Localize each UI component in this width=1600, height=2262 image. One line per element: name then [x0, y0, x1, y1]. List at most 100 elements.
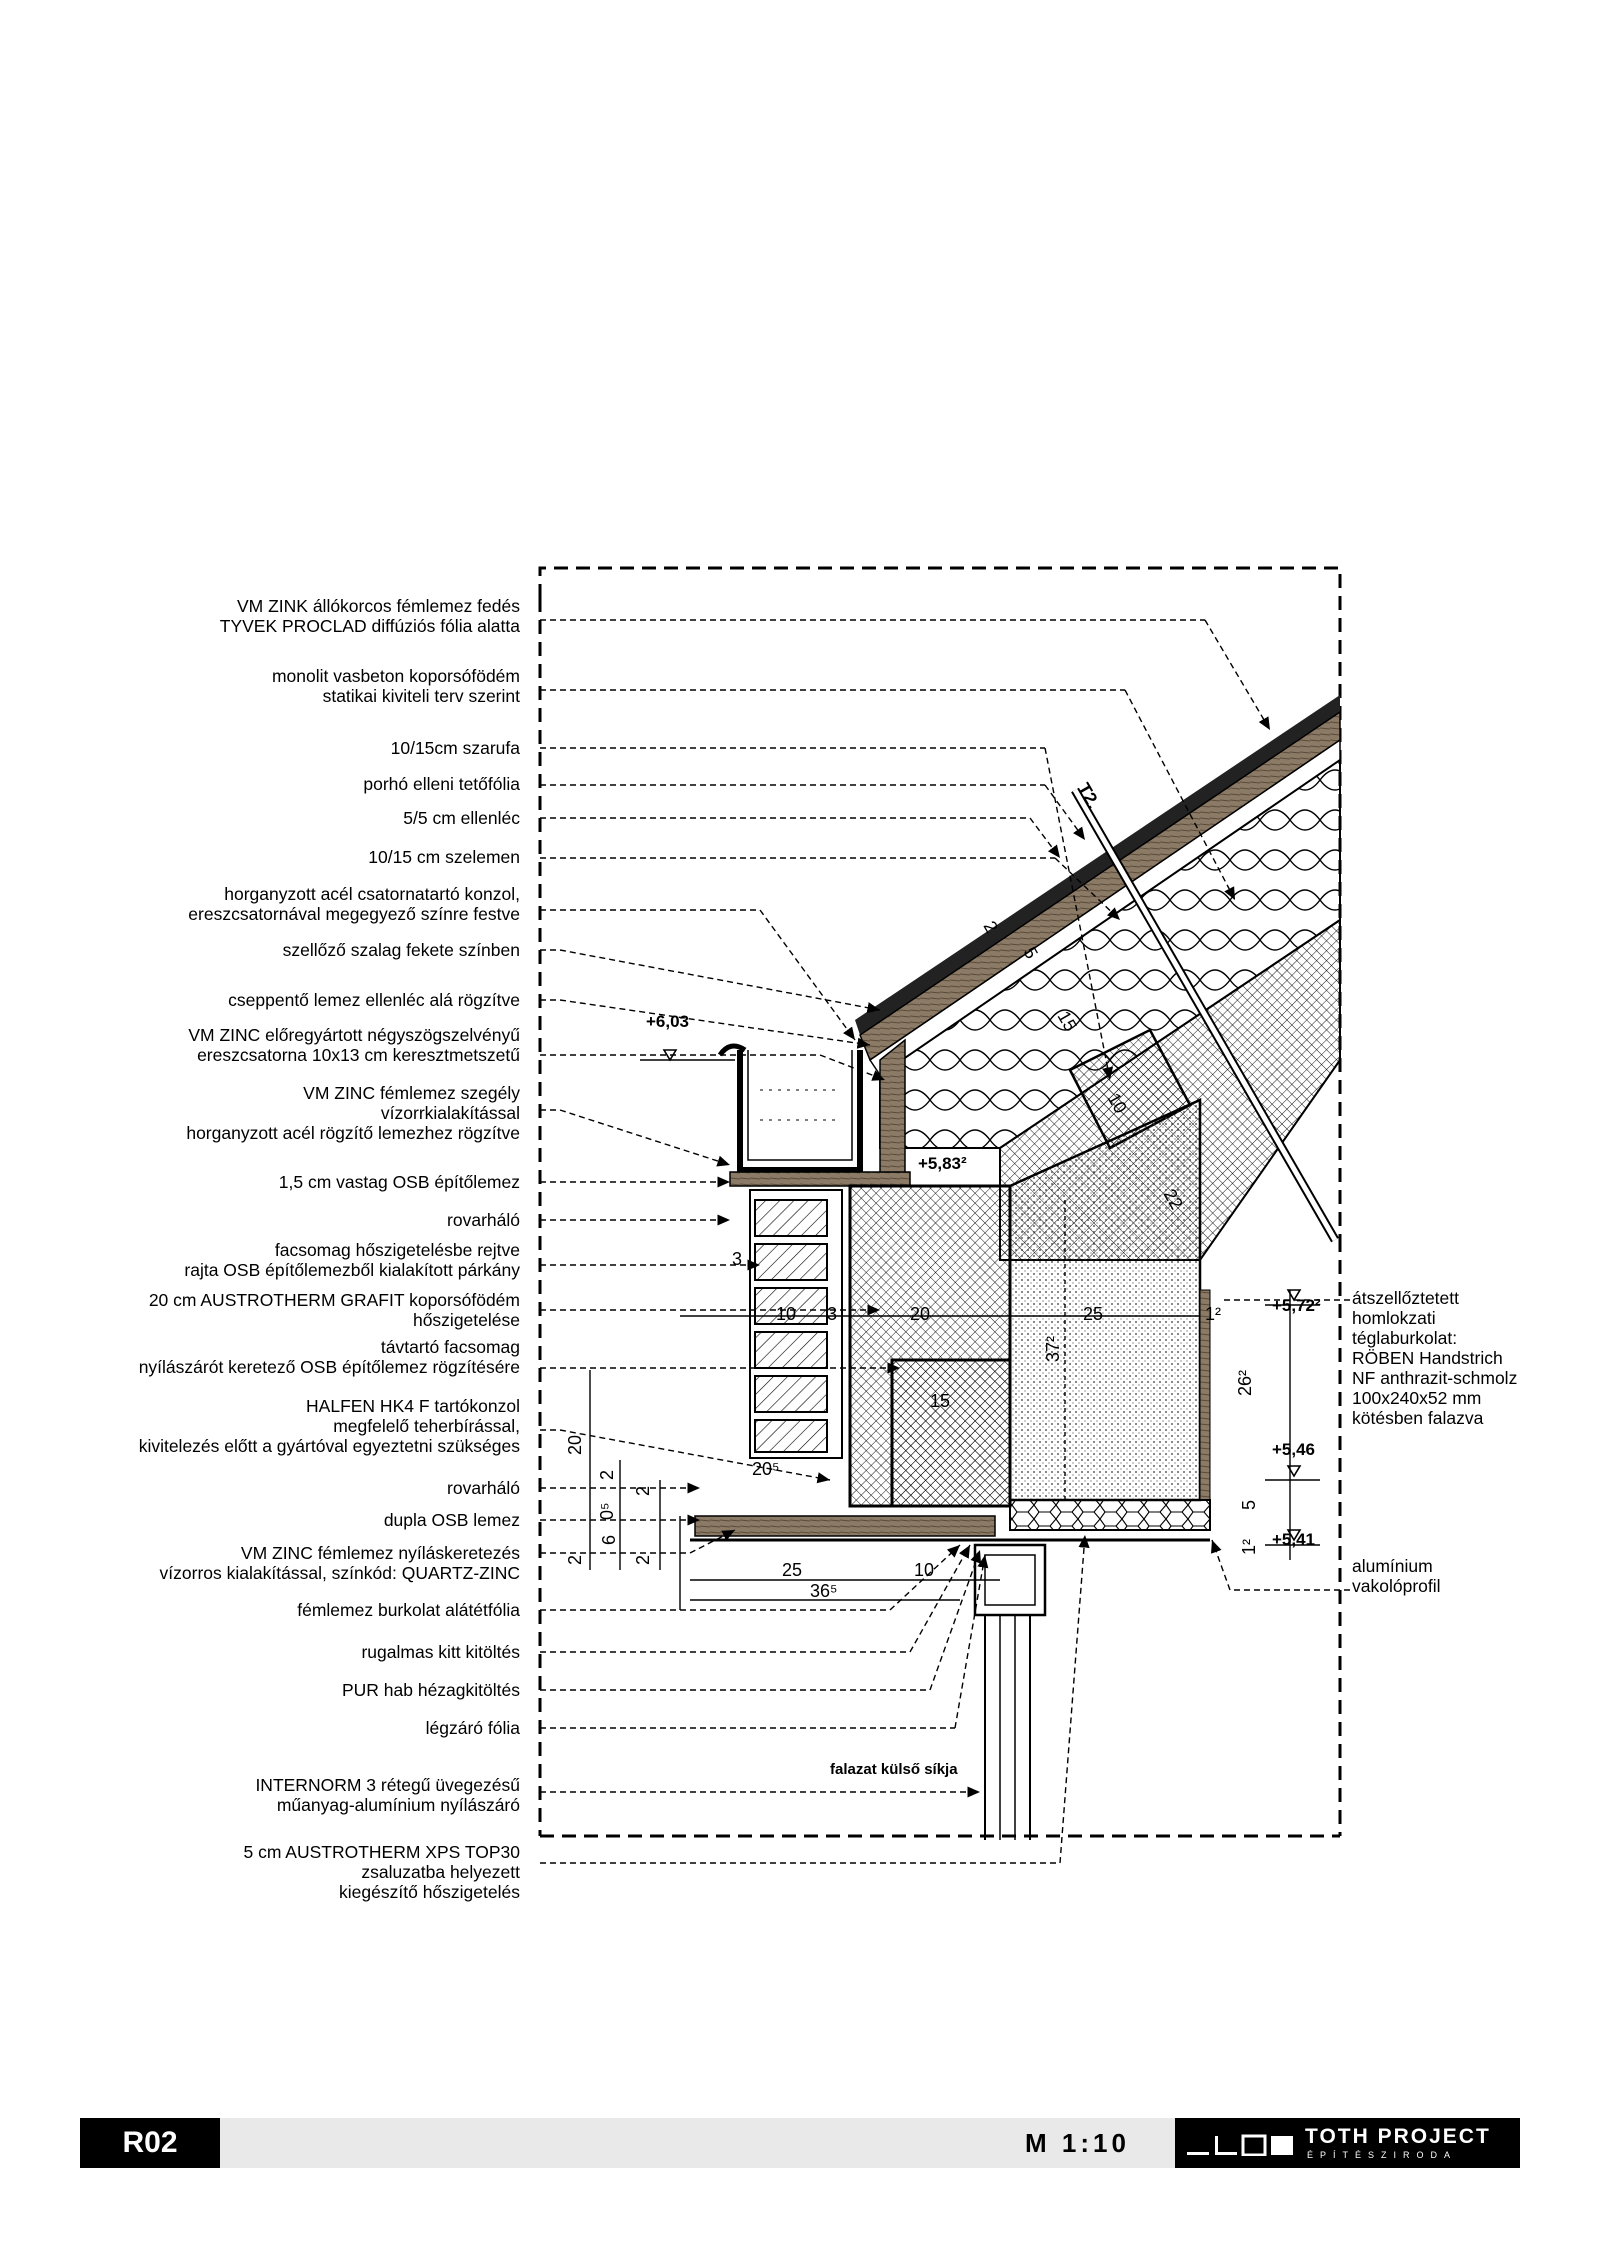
label-line: HALFEN HK4 F tartókonzol: [306, 1396, 520, 1416]
label-line: vakolóprofil: [1352, 1576, 1441, 1596]
dim-20h: 20: [910, 1304, 931, 1324]
label-line: vízorrkialakítással: [380, 1103, 520, 1123]
label-line: 10/15 cm szelemen: [368, 847, 520, 867]
dim-25b: 25: [782, 1560, 803, 1580]
dim-0: 0⁵: [597, 1502, 617, 1520]
company-logo: TOTH PROJECT ÉPÍTÉSZIRODA: [1175, 2118, 1520, 2168]
company-subtitle: ÉPÍTÉSZIRODA: [1307, 2150, 1458, 2160]
leader-lines: [540, 619, 1350, 1864]
label-line: átszellőztetett: [1352, 1288, 1459, 1308]
label-xps-insulation: 5 cm AUSTROTHERM XPS TOP30 zsaluzatba he…: [243, 1842, 520, 1902]
label-line: homlokzati: [1352, 1308, 1436, 1328]
label-line: cseppentő lemez ellenléc alá rögzítve: [228, 990, 520, 1010]
label-line: RÖBEN Handstrich: [1352, 1348, 1503, 1368]
dim-372: 37²: [1043, 1335, 1063, 1362]
concrete-slab: [1008, 1098, 1211, 1502]
label-airtight-foil: légzáró fólia: [426, 1718, 520, 1738]
label-gutter: VM ZINC előregyártott négyszögszelvényű …: [188, 1025, 520, 1065]
label-line: szellőző szalag fekete színben: [282, 940, 520, 960]
wall-plane-tag: falazat külső síkja: [830, 1761, 958, 1778]
label-insect-mesh-1: rovarháló: [447, 1210, 520, 1230]
label-concrete-slab: monolit vasbeton koporsófödém statikai k…: [272, 666, 520, 706]
label-vent-strip: szellőző szalag fekete színben: [283, 940, 520, 960]
label-line: légzáró fólia: [425, 1718, 520, 1738]
sheet-code: R02: [80, 2118, 220, 2168]
dim-10: 10: [776, 1304, 797, 1324]
label-render-profile: alumínium vakolóprofil: [1352, 1556, 1441, 1596]
label-insect-mesh-2: rovarháló: [447, 1478, 520, 1498]
label-line: megfelelő teherbírással,: [333, 1416, 520, 1436]
label-purlin: 10/15 cm szelemen: [368, 847, 520, 867]
label-line: monolit vasbeton koporsófödém: [271, 666, 520, 686]
dim-2c: 2: [565, 1554, 585, 1565]
brick-cladding: [749, 1189, 843, 1459]
dim-12: 1²: [1205, 1304, 1222, 1324]
label-line: 100x240x52 mm: [1352, 1388, 1482, 1408]
dim-25: 25: [1083, 1304, 1104, 1324]
label-line: rajta OSB építőlemezből kialakított párk…: [184, 1260, 520, 1280]
label-line: INTERNORM 3 rétegű üvegezésű: [255, 1775, 520, 1795]
label-line: távtartó facsomag: [380, 1337, 520, 1357]
label-line: műanyag-alumínium nyílászáró: [276, 1795, 520, 1815]
label-timber-pack: facsomag hőszigetelésbe rejtve rajta OSB…: [184, 1240, 520, 1280]
label-elastic-sealant: rugalmas kitt kitöltés: [361, 1642, 520, 1662]
label-zinc-frame: VM ZINC fémlemez nyíláskeretezés vízorro…: [160, 1543, 520, 1583]
label-line: 20 cm AUSTROTHERM GRAFIT koporsófödém: [148, 1290, 520, 1310]
label-line: 5/5 cm ellenléc: [403, 808, 520, 828]
label-line: alumínium: [1352, 1556, 1433, 1576]
label-line: horganyzott acél csatornatartó konzol,: [224, 884, 520, 904]
label-line: téglaburkolat:: [1352, 1328, 1458, 1348]
elevation-546: +5,46: [1272, 1440, 1316, 1459]
dim-365: 36⁵: [810, 1581, 838, 1601]
dimension-lines: [589, 1059, 1320, 1610]
label-line: ereszcsatornával megegyező színre festve: [188, 904, 520, 924]
label-rafter: 10/15cm szarufa: [391, 738, 520, 758]
label-line: VM ZINC előregyártott négyszögszelvényű: [188, 1025, 520, 1045]
gutter: [717, 1043, 863, 1173]
label-halfen-bracket: HALFEN HK4 F tartókonzol megfelelő teher…: [139, 1396, 520, 1456]
label-line: kivitelezés előtt a gyártóval egyeztetni…: [138, 1436, 520, 1456]
label-line: rovarháló: [447, 1210, 520, 1230]
label-line: 1,5 cm vastag OSB építőlemez: [278, 1172, 520, 1192]
label-line: PUR hab hézagkitöltés: [341, 1680, 520, 1700]
label-line: statikai kiviteli terv szerint: [322, 686, 520, 706]
dim-20v: 20: [565, 1434, 585, 1455]
label-line: kötésben falazva: [1352, 1408, 1484, 1428]
dim-15: 15: [930, 1391, 951, 1411]
label-grafit-insulation: 20 cm AUSTROTHERM GRAFIT koporsófödém hő…: [149, 1290, 520, 1330]
insulation-block: [848, 1184, 1012, 1508]
label-spacer-pack: távtartó facsomag nyílászárót keretező O…: [139, 1337, 520, 1377]
label-line: NF anthrazit-schmolz: [1352, 1368, 1518, 1388]
logo-mark-icon: [1187, 2134, 1293, 2156]
label-line: porhó elleni tetőfólia: [363, 774, 520, 794]
label-line: vízorros kialakítással, színkód: QUARTZ-…: [159, 1563, 520, 1583]
label-line: VM ZINK állókorcos fémlemez fedés: [236, 596, 520, 616]
label-line: VM ZINC fémlemez nyíláskeretezés: [240, 1543, 520, 1563]
label-line: kiegészítő hőszigetelés: [339, 1882, 520, 1902]
elevation-572: +5,72²: [1272, 1296, 1321, 1315]
dim-5: 5: [1239, 1499, 1259, 1510]
dim-2b: 2: [633, 1485, 653, 1496]
label-brick-cladding: átszellőztetett homlokzati téglaburkolat…: [1352, 1288, 1517, 1428]
label-line: 10/15cm szarufa: [390, 738, 520, 758]
label-line: dupla OSB lemez: [383, 1510, 520, 1530]
dim-6: 6: [599, 1534, 619, 1545]
label-line: TYVEK PROCLAD diffúziós fólia alatta: [219, 616, 520, 636]
label-osb-board: 1,5 cm vastag OSB építőlemez: [279, 1172, 520, 1192]
window-frame: [973, 1543, 1047, 1840]
label-line: VM ZINC fémlemez szegély: [303, 1083, 520, 1103]
elevation-583: +5,83²: [918, 1154, 967, 1173]
dim-12b: 1²: [1239, 1538, 1259, 1555]
label-pur-foam: PUR hab hézagkitöltés: [342, 1680, 520, 1700]
label-line: rugalmas kitt kitöltés: [361, 1642, 520, 1662]
label-line: zsaluzatba helyezett: [361, 1862, 520, 1882]
label-snow-foil: porhó elleni tetőfólia: [363, 774, 520, 794]
label-window: INTERNORM 3 rétegű üvegezésű műanyag-alu…: [255, 1775, 520, 1815]
label-line: hőszigetelése: [412, 1310, 520, 1330]
label-zinc-edge: VM ZINC fémlemez szegély vízorrkialakítá…: [186, 1083, 520, 1143]
label-line: rovarháló: [447, 1478, 520, 1498]
elevation-603: +6,03: [646, 1012, 690, 1031]
company-name: TOTH PROJECT: [1305, 2125, 1491, 2148]
label-underlay-foil: fémlemez burkolat alátétfólia: [297, 1600, 520, 1620]
